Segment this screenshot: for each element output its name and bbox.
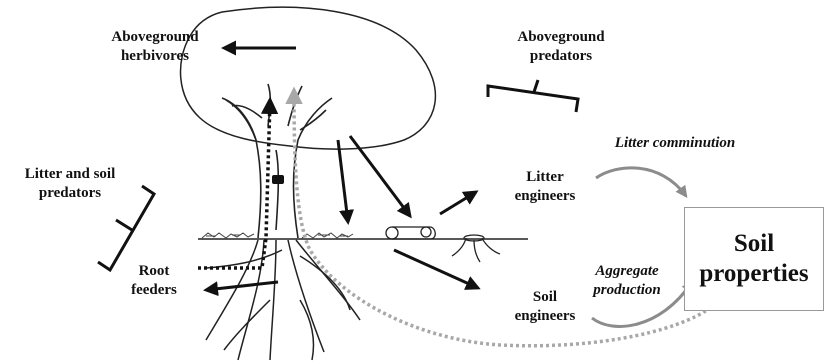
soil-properties-line2: properties: [699, 259, 808, 289]
tree-trunk: [222, 84, 332, 238]
label-aggregate-production: Aggregate production: [572, 262, 682, 300]
litter-layer: [202, 233, 353, 238]
soil-properties-box: Soil properties: [684, 207, 824, 311]
curve-litter-comminution: [596, 168, 686, 196]
label-litter-engineers: Litter engineers: [500, 168, 590, 206]
label-litter-soil-predators: Litter and soil predators: [6, 165, 134, 203]
arrow-canopy-to-litter-2: [350, 136, 410, 216]
interaction-arrows: [206, 48, 478, 290]
label-aboveground-predators: Aboveground predators: [502, 28, 620, 66]
trunk-mark: [272, 175, 284, 184]
label-root-feeders: Root feeders: [124, 262, 184, 300]
label-aboveground-herbivores: Aboveground herbivores: [96, 28, 214, 66]
soil-properties-line1: Soil: [734, 229, 774, 259]
arrow-to-litter-engineers: [440, 192, 476, 214]
arrow-canopy-to-litter-1: [338, 140, 348, 222]
arrow-to-soil-engineers: [394, 250, 478, 288]
fallen-log: [386, 227, 435, 239]
tree-roots: [206, 240, 360, 360]
bracket-aboveground-predators: [488, 80, 578, 112]
tree-canopy: [181, 7, 436, 149]
label-litter-comminution: Litter comminution: [590, 134, 760, 153]
arrow-to-root-feeders: [206, 282, 278, 290]
